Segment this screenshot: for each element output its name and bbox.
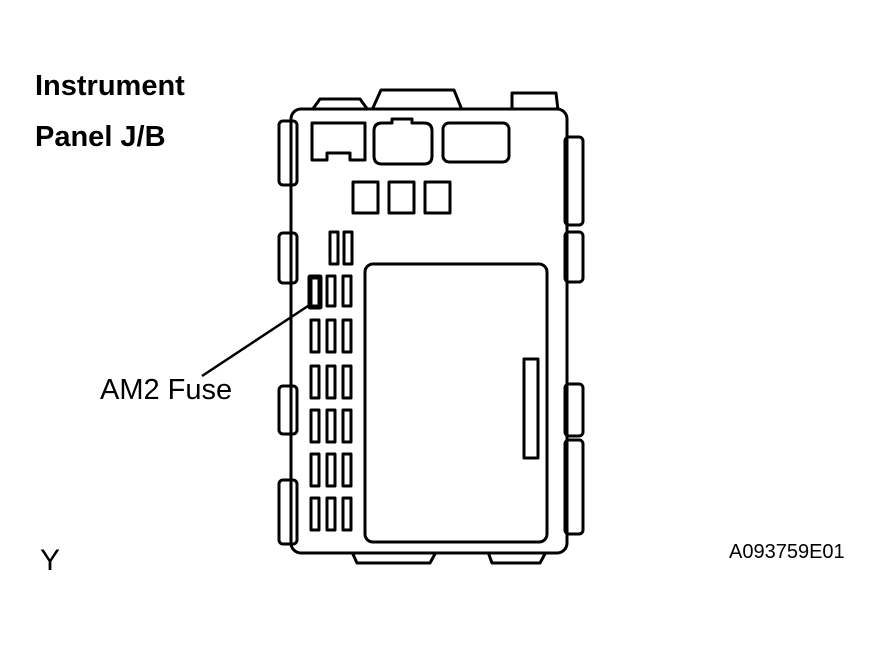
fuse bbox=[341, 496, 353, 532]
fuse bbox=[325, 408, 337, 444]
bottom-tab-left bbox=[350, 551, 438, 565]
fuse bbox=[309, 318, 321, 354]
connector-left bbox=[310, 121, 367, 162]
relay-square-2 bbox=[387, 180, 416, 215]
top-tab-center bbox=[370, 88, 464, 111]
left-tab-top bbox=[277, 119, 299, 187]
right-tab-top bbox=[563, 135, 585, 227]
fuse bbox=[325, 318, 337, 354]
connector-right bbox=[441, 121, 511, 164]
title-line-1: Instrument bbox=[35, 70, 185, 102]
relay-square-3 bbox=[423, 180, 452, 215]
fuse bbox=[342, 230, 354, 266]
bottom-tab-right bbox=[486, 551, 548, 565]
fuse bbox=[325, 274, 337, 308]
fuse bbox=[341, 318, 353, 354]
top-tab-left bbox=[310, 97, 370, 111]
junction-block-body bbox=[289, 107, 569, 555]
am2-fuse bbox=[307, 274, 323, 310]
relay-square-1 bbox=[351, 180, 380, 215]
fuse bbox=[341, 452, 353, 488]
fuse bbox=[325, 496, 337, 532]
fuse bbox=[328, 230, 340, 266]
figure-id: A093759E01 bbox=[729, 541, 845, 563]
fuse bbox=[325, 364, 337, 400]
fuse bbox=[341, 364, 353, 400]
panel-slot bbox=[522, 357, 540, 460]
fuse bbox=[341, 408, 353, 444]
right-tab-mid bbox=[563, 230, 585, 284]
fuse bbox=[309, 408, 321, 444]
right-tab-bottom bbox=[563, 438, 585, 536]
fuse bbox=[341, 274, 353, 308]
fuse bbox=[325, 452, 337, 488]
fuse bbox=[309, 452, 321, 488]
title-line-2: Panel J/B bbox=[35, 121, 166, 153]
view-label: Y bbox=[40, 544, 61, 577]
connector-center bbox=[372, 117, 434, 166]
leader-line bbox=[201, 302, 312, 378]
right-tab-lower bbox=[563, 382, 585, 438]
left-tab-bottom bbox=[277, 478, 299, 546]
left-tab-upper-mid bbox=[277, 231, 299, 285]
fuse bbox=[309, 364, 321, 400]
fuse bbox=[309, 496, 321, 532]
top-tab-right bbox=[510, 91, 560, 111]
large-panel bbox=[363, 262, 549, 544]
am2-fuse-label: AM2 Fuse bbox=[100, 374, 233, 406]
left-tab-lower-mid bbox=[277, 384, 299, 436]
